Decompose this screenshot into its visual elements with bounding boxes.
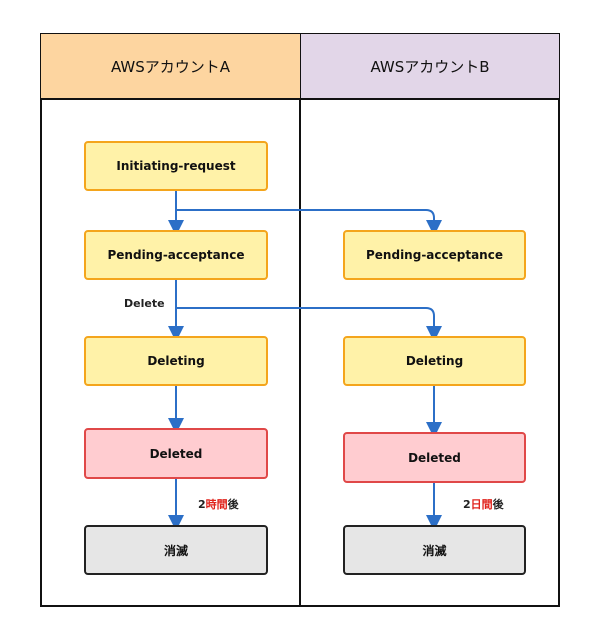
edge-label-a-wait: 2時間後 [198, 496, 239, 512]
node-a-purged: 消滅 [84, 525, 268, 575]
node-b-deleting: Deleting [343, 336, 526, 386]
node-b-deleting-label: Deleting [405, 354, 464, 368]
edge-label-delete: Delete [124, 297, 165, 310]
node-a-deleting-label: Deleting [147, 354, 205, 368]
lane-title-account-b: AWSアカウントB [370, 57, 490, 76]
edge-label-a-wait-prefix: 2 [198, 498, 206, 511]
edge-label-delete-text: Delete [124, 297, 165, 310]
lane-title-account-a: AWSアカウントA [110, 57, 231, 76]
node-b-deleted: Deleted [343, 432, 526, 483]
node-b-deleted-label: Deleted [408, 450, 461, 465]
node-b-purged-label: 消滅 [422, 543, 447, 558]
node-a-initiating-request: Initiating-request [84, 141, 268, 191]
node-a-pending-acceptance-label: Pending-acceptance [107, 248, 245, 262]
edge-label-a-wait-highlight: 時間 [205, 498, 228, 511]
node-a-initiating-request-label: Initiating-request [116, 159, 236, 173]
edge-label-b-wait: 2日間後 [463, 496, 504, 512]
node-a-deleted: Deleted [84, 428, 268, 479]
edge-a-initiating-to-b-pending [176, 209, 442, 236]
edge-a-pending-to-b-deleting [176, 307, 442, 342]
edge-label-b-wait-highlight: 日間 [470, 498, 493, 511]
node-a-purged-label: 消滅 [163, 543, 188, 558]
node-a-deleted-label: Deleted [149, 446, 203, 461]
edge-label-b-wait-suffix: 後 [492, 498, 504, 511]
node-b-pending-acceptance: Pending-acceptance [343, 230, 526, 280]
node-b-purged: 消滅 [343, 525, 526, 575]
node-a-deleting: Deleting [84, 336, 268, 386]
lane-header-account-a: AWSアカウントA [41, 34, 300, 100]
edge-label-a-wait-suffix: 後 [227, 498, 239, 511]
edge-label-b-wait-prefix: 2 [463, 498, 471, 511]
node-b-pending-acceptance-label: Pending-acceptance [366, 248, 503, 262]
lane-header-account-b: AWSアカウントB [301, 34, 559, 100]
node-a-pending-acceptance: Pending-acceptance [84, 230, 268, 280]
